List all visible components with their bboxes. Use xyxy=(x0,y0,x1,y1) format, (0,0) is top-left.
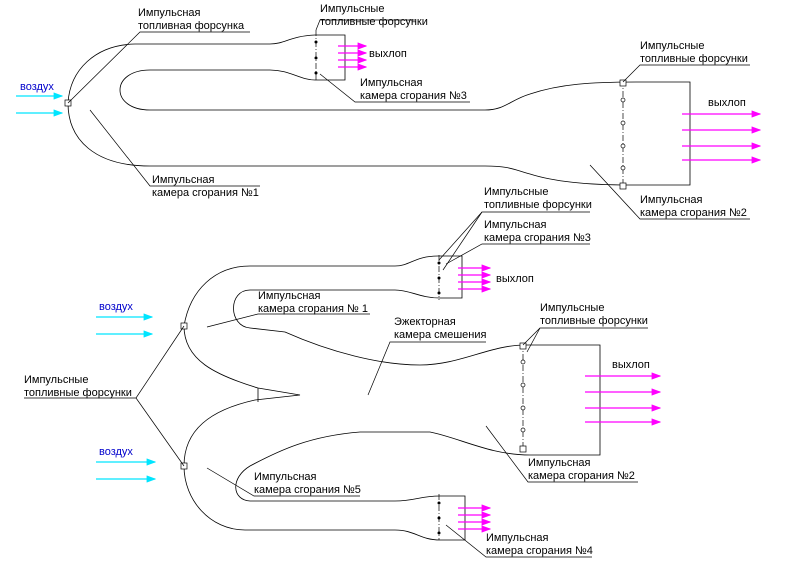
top-nozzles-2-l2: топливные форсунки xyxy=(640,53,748,65)
top-chamber-1-l1: Импульсная xyxy=(152,174,215,186)
bottom-exhaust-2-arrows xyxy=(585,372,662,426)
bottom-ejector-l2: камера смешения xyxy=(394,329,486,341)
bottom-chamber-5-l2: камера сгорания №5 xyxy=(254,484,361,496)
top-chamber-1-l2: камера сгорания №1 xyxy=(152,187,259,199)
bottom-ejector-l1: Эжекторная xyxy=(394,316,456,328)
top-nozzles-3-l2: топливные форсунки xyxy=(320,16,428,28)
top-exhaust-2-arrows xyxy=(682,110,762,164)
top-air-arrows xyxy=(16,92,64,117)
bottom-chamber-1-l2: камера сгорания № 1 xyxy=(258,303,368,315)
top-nozzles-3-l1: Импульсные xyxy=(320,3,384,15)
bottom-nozzles-main-l2: топливные форсунки xyxy=(24,387,132,399)
top-nozzle-main-l2: топливная форсунка xyxy=(138,20,245,32)
bottom-leaders xyxy=(24,211,648,558)
bottom-chamber-4-l1: Импульсная xyxy=(486,532,549,544)
bottom-nozzles-main-l1: Импульсные xyxy=(24,374,88,386)
top-leaders xyxy=(67,19,750,220)
top-exhaust-2-label: выхлоп xyxy=(708,97,746,109)
top-chamber-2-l2: камера сгорания №2 xyxy=(640,207,747,219)
bottom-air-upper-arrows xyxy=(96,313,154,338)
bottom-engine-outline xyxy=(183,255,601,541)
bottom-exhaust-4-arrows xyxy=(458,504,492,533)
bottom-chamber-2-l2: камера сгорания №2 xyxy=(528,470,635,482)
top-exhaust-3-label: выхлоп xyxy=(369,48,407,60)
bottom-chamber-5-l1: Импульсная xyxy=(254,471,317,483)
top-nozzles xyxy=(64,40,627,190)
bottom-exhaust-2-label: выхлоп xyxy=(612,359,650,371)
bottom-chamber-3-l2: камера сгорания №3 xyxy=(484,232,591,244)
bottom-air-lower-label: воздух xyxy=(99,446,133,458)
bottom-nozzles-2-l1: Импульсные xyxy=(540,302,604,314)
bottom-chamber-1-l1: Импульсная xyxy=(258,290,321,302)
bottom-chamber-2-l1: Импульсная xyxy=(528,457,591,469)
bottom-exhaust-3-label: выхлоп xyxy=(496,273,534,285)
top-chamber-3-l2: камера сгорания №3 xyxy=(360,90,467,102)
top-chamber-3-l1: Импульсная xyxy=(360,77,423,89)
top-chamber-2-l1: Импульсная xyxy=(640,194,703,206)
bottom-exhaust-3-arrows xyxy=(458,264,492,293)
bottom-chamber-4-l2: камера сгорания №4 xyxy=(486,545,593,557)
bottom-air-lower-arrows xyxy=(96,458,157,483)
top-nozzles-2-l1: Импульсные xyxy=(640,40,704,52)
bottom-nozzles-4-l1: Импульсные xyxy=(484,186,548,198)
top-nozzle-main-l1: Импульсная xyxy=(138,7,201,19)
top-exhaust-3-arrows xyxy=(338,42,368,71)
bottom-chamber-3-l1: Импульсная xyxy=(484,219,547,231)
bottom-air-upper-label: воздух xyxy=(99,301,133,313)
bottom-nozzles-2-l2: топливные форсунки xyxy=(540,315,648,327)
top-air-label: воздух xyxy=(20,81,54,93)
bottom-nozzles-4-l2: топливные форсунки xyxy=(484,199,592,211)
